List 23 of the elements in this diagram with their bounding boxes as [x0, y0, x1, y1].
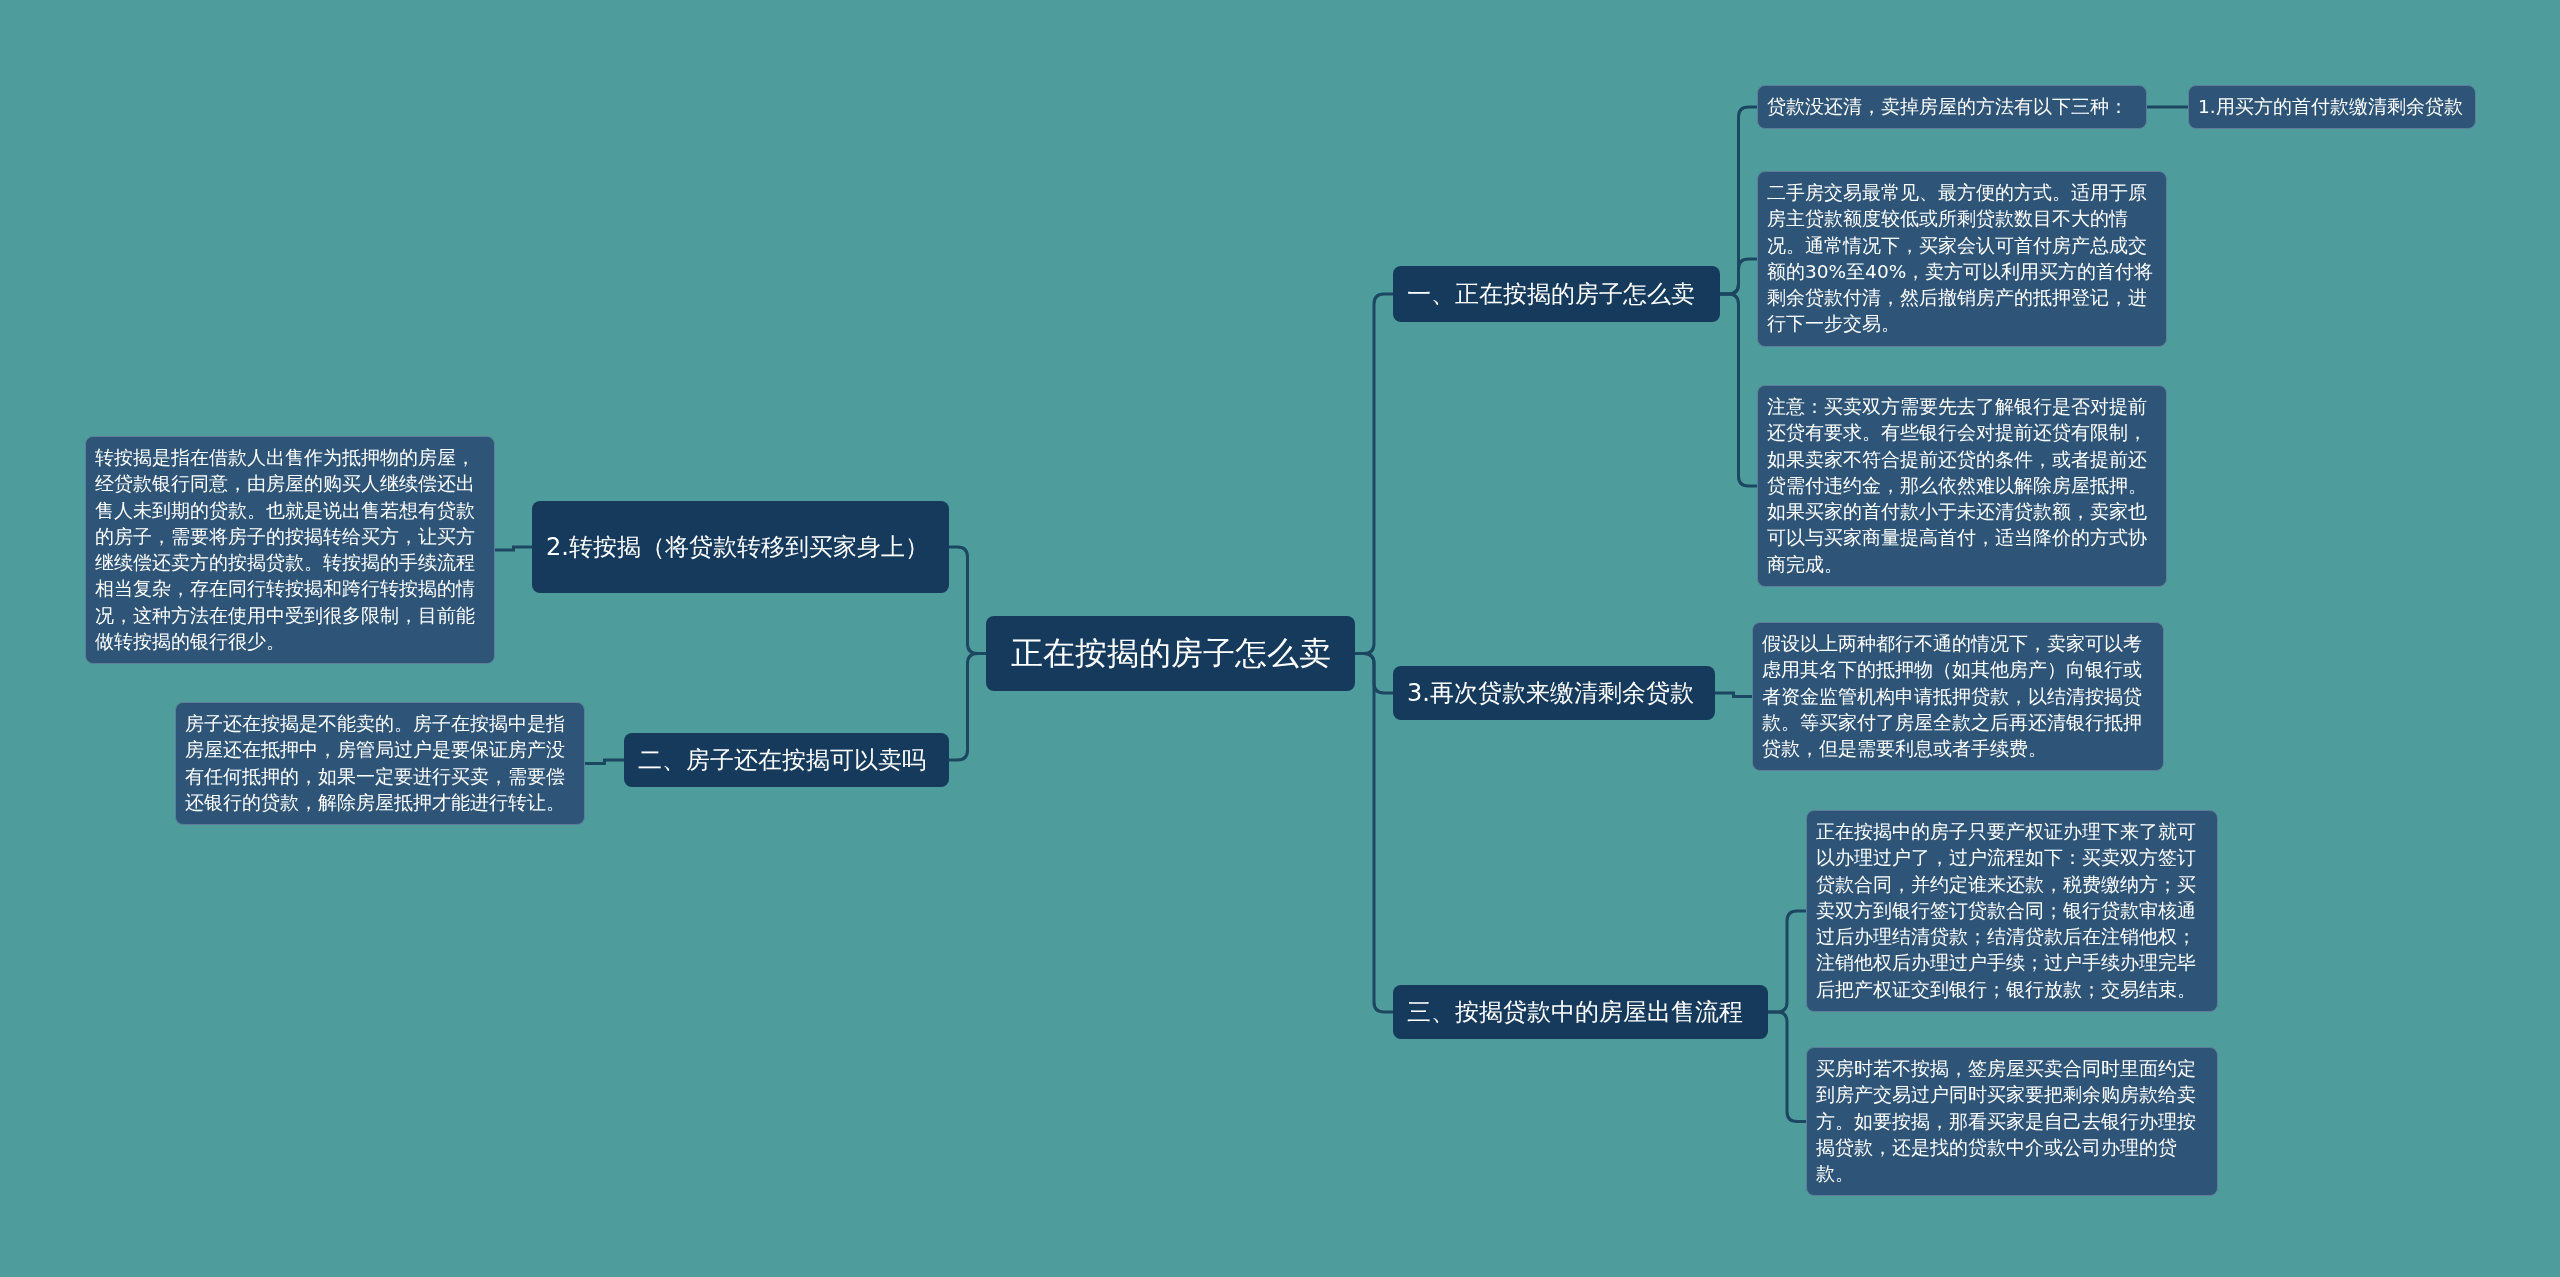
topic-box: 2.转按揭（将贷款转移到买家身上） [532, 501, 949, 593]
topic-box: 二、房子还在按揭可以卖吗 [624, 733, 949, 787]
topic-box: 3.再次贷款来缴清剩余贷款 [1393, 666, 1715, 720]
note-box: 二手房交易最常见、最方便的方式。适用于原房主贷款额度较低或所剩贷款数目不大的情况。通常情况下，买家会认可首付房产总成交额的30%至40%，卖方可以利用买方的首付将剩余贷款付清，然后撤销房产的抵押登记，进行下一步交易。 [1757, 171, 2167, 347]
note-box: 正在按揭中的房子只要产权证办理下来了就可以办理过户了，过户流程如下：买卖双方签订贷款合同，并约定谁来还款，税费缴纳方；买卖双方到银行签订贷款合同；银行贷款审核通过后办理结清贷款；结清贷款后在注销他权；注销他权后办理过户手续；过户手续办理完毕后把产权证交到银行；银行放款；交易结束。 [1806, 810, 2218, 1012]
note-box: 假设以上两种都行不通的情况下，卖家可以考虑用其名下的抵押物（如其他房产）向银行或者资金监管机构申请抵押贷款，以结清按揭贷款。等买家付了房屋全款之后再还清银行抵押贷款，但是需要利息或者手续费。 [1752, 622, 2164, 772]
connector-line [1768, 1010, 1806, 1123]
connector-line [949, 652, 986, 762]
connector-line [495, 545, 532, 552]
note-box: 房子还在按揭是不能卖的。房子在按揭中是指房屋还在抵押中，房管局过户是要保证房产没有任何抵押的，如果一定要进行买卖，需要偿还银行的贷款，解除房屋抵押才能进行转让。 [175, 702, 585, 826]
connector-line [1715, 691, 1752, 698]
note-box: 贷款没还清，卖掉房屋的方法有以下三种： [1757, 85, 2147, 130]
connector-line [585, 758, 624, 765]
connector-line [2147, 105, 2188, 109]
topic-box: 三、按揭贷款中的房屋出售流程 [1393, 985, 1768, 1039]
connector-line [1720, 292, 1757, 488]
note-box: 买房时若不按揭，签房屋买卖合同时里面约定到房产交易过户同时买家要把剩余购房款给卖方。如要按揭，那看买家是自己去银行办理按揭贷款，还是找的贷款中介或公司办理的贷款。 [1806, 1047, 2218, 1197]
note-box: 注意：买卖双方需要先去了解银行是否对提前还贷有要求。有些银行会对提前还贷有限制，如果卖家不符合提前还贷的条件，或者提前还贷需付违约金，那么依然难以解除房屋抵押。如果买家的首付款小于未还清贷款额，卖家也可以与买家商量提高首付，适当降价的方式协商完成。 [1757, 385, 2167, 587]
note-box: 转按揭是指在借款人出售作为抵押物的房屋，经贷款银行同意，由房屋的购买人继续偿还出售人未到期的贷款。也就是说出售若想有贷款的房子，需要将房子的按揭转给买方，让买方继续偿还卖方的按揭贷款。转按揭的手续流程相当复杂，存在同行转按揭和跨行转按揭的情况，这种方法在使用中受到很多限制，目前能做转按揭的银行很少。 [85, 436, 495, 665]
topic-box: 一、正在按揭的房子怎么卖 [1393, 266, 1720, 322]
connector-line [1355, 652, 1393, 1014]
central-topic-box: 正在按揭的房子怎么卖 [986, 616, 1355, 691]
note-box: 1.用买方的首付款缴清剩余贷款 [2188, 85, 2476, 130]
